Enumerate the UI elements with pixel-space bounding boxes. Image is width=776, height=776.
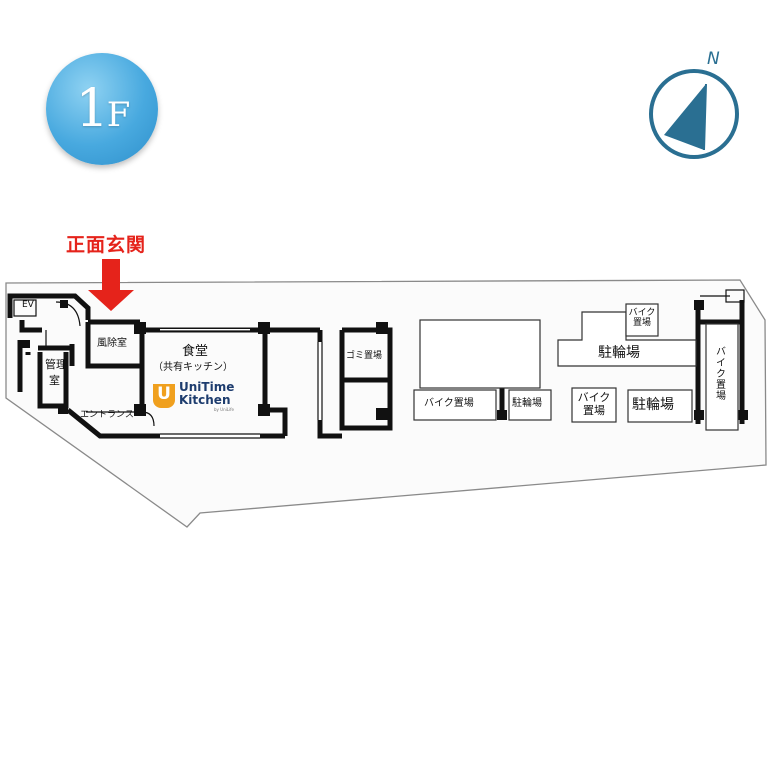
management-room-line1: 管理 — [45, 358, 67, 371]
logo-line1: UniTime — [179, 380, 235, 394]
logo-line2: Kitchen — [179, 393, 231, 407]
north-label: N — [707, 49, 720, 69]
bike-parking-top-line2: 置場 — [632, 318, 651, 329]
logo-pot-icon — [153, 384, 175, 408]
bike-parking-b-line1: バイク — [577, 391, 611, 404]
bike-parking-top-line1: バイク — [628, 308, 656, 318]
entrance-arrow-icon — [88, 259, 134, 311]
management-room-label: 管理 室 — [45, 357, 67, 389]
garbage-area-label: ゴミ置場 — [346, 351, 383, 361]
dining-room-label: 食堂 — [182, 344, 209, 359]
compass-icon — [649, 69, 739, 159]
management-room-line2: 室 — [49, 373, 60, 387]
entrance-hall-label: エントランス — [80, 410, 134, 420]
bicycle-parking-c-label: 駐輪場 — [598, 345, 640, 361]
floor-suffix: F — [106, 95, 131, 135]
floor-badge: 1F — [46, 53, 158, 165]
logo-tag: by UniLife — [214, 407, 234, 412]
wind-room-label: 風除室 — [97, 338, 127, 349]
elevator-label: EV — [22, 300, 34, 310]
bike-parking-b-line2: 置場 — [583, 403, 605, 417]
bike-parking-a-label: バイク置場 — [424, 398, 474, 409]
bike-parking-top-label: バイク 置場 — [628, 308, 656, 329]
bike-parking-vertical-label: バイク置場 — [713, 346, 725, 401]
bike-parking-b-label: バイク 置場 — [576, 391, 612, 417]
dining-room-subtitle: （共有キッチン） — [153, 362, 233, 373]
unitime-kitchen-logo: U UniTime Kitchen by UniLife — [152, 380, 256, 412]
floor-number: 1 — [75, 79, 109, 139]
bicycle-parking-b-label: 駐輪場 — [632, 397, 674, 413]
bicycle-parking-a-label: 駐輪場 — [512, 398, 542, 409]
main-entrance-label: 正面玄関 — [66, 234, 147, 256]
logo-letter: U — [157, 384, 171, 404]
